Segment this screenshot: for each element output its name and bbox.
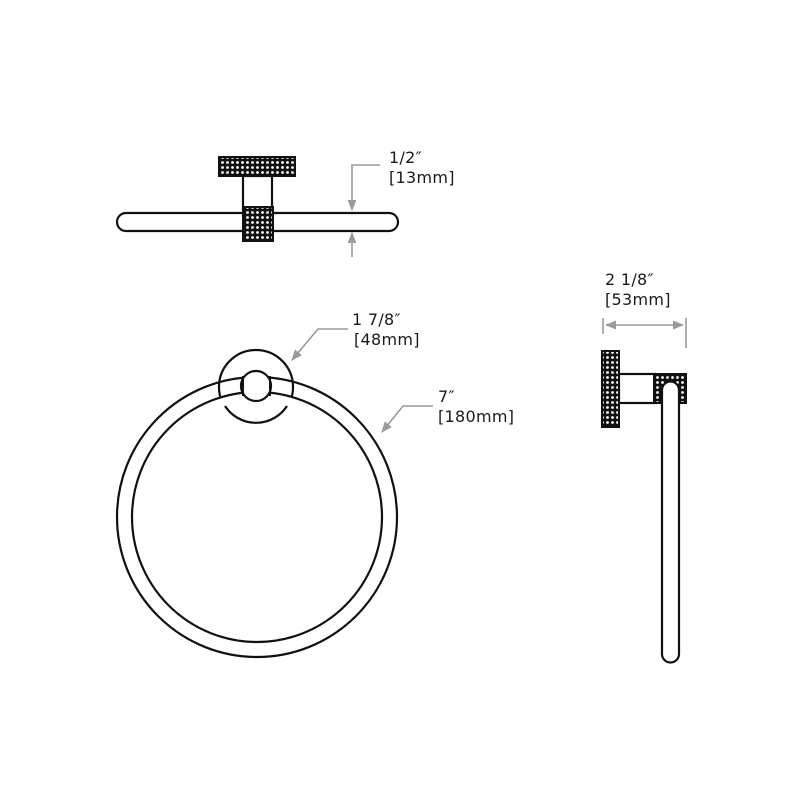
rosette-dim-imperial: 1 7/8″ [352,310,401,329]
hub [239,369,273,403]
top-view-dim-imperial: 1/2″ [389,148,422,167]
side-view-mounting-plate [601,350,620,428]
side-view-stem [617,372,657,405]
rosette-dim-metric: [48mm] [354,330,420,349]
rosette-dimension: 1 7/8″ [48mm] [291,310,420,361]
ring-dimension: 7″ [180mm] [381,387,514,433]
top-view: 1/2″ [13mm] [115,148,455,257]
ring-dim-metric: [180mm] [438,407,514,426]
top-view-stem [241,174,274,211]
top-view-dim-metric: [13mm] [389,168,455,187]
top-view-knurled-collar [242,206,274,242]
ring-inner [130,390,384,644]
top-view-dimension: 1/2″ [13mm] [347,148,455,257]
ring-dim-imperial: 7″ [438,387,455,406]
side-view-dim-imperial: 2 1/8″ [605,270,654,289]
top-view-mounting-plate [218,156,296,177]
side-view-dim-metric: [53mm] [605,290,671,309]
side-view: 2 1/8″ [53mm] [601,270,687,664]
front-view: 1 7/8″ [48mm] 7″ [180mm] [115,310,514,659]
side-view-rod [660,380,681,664]
rosette-lower-arc [224,405,288,424]
side-view-dimension: 2 1/8″ [53mm] [602,270,687,348]
